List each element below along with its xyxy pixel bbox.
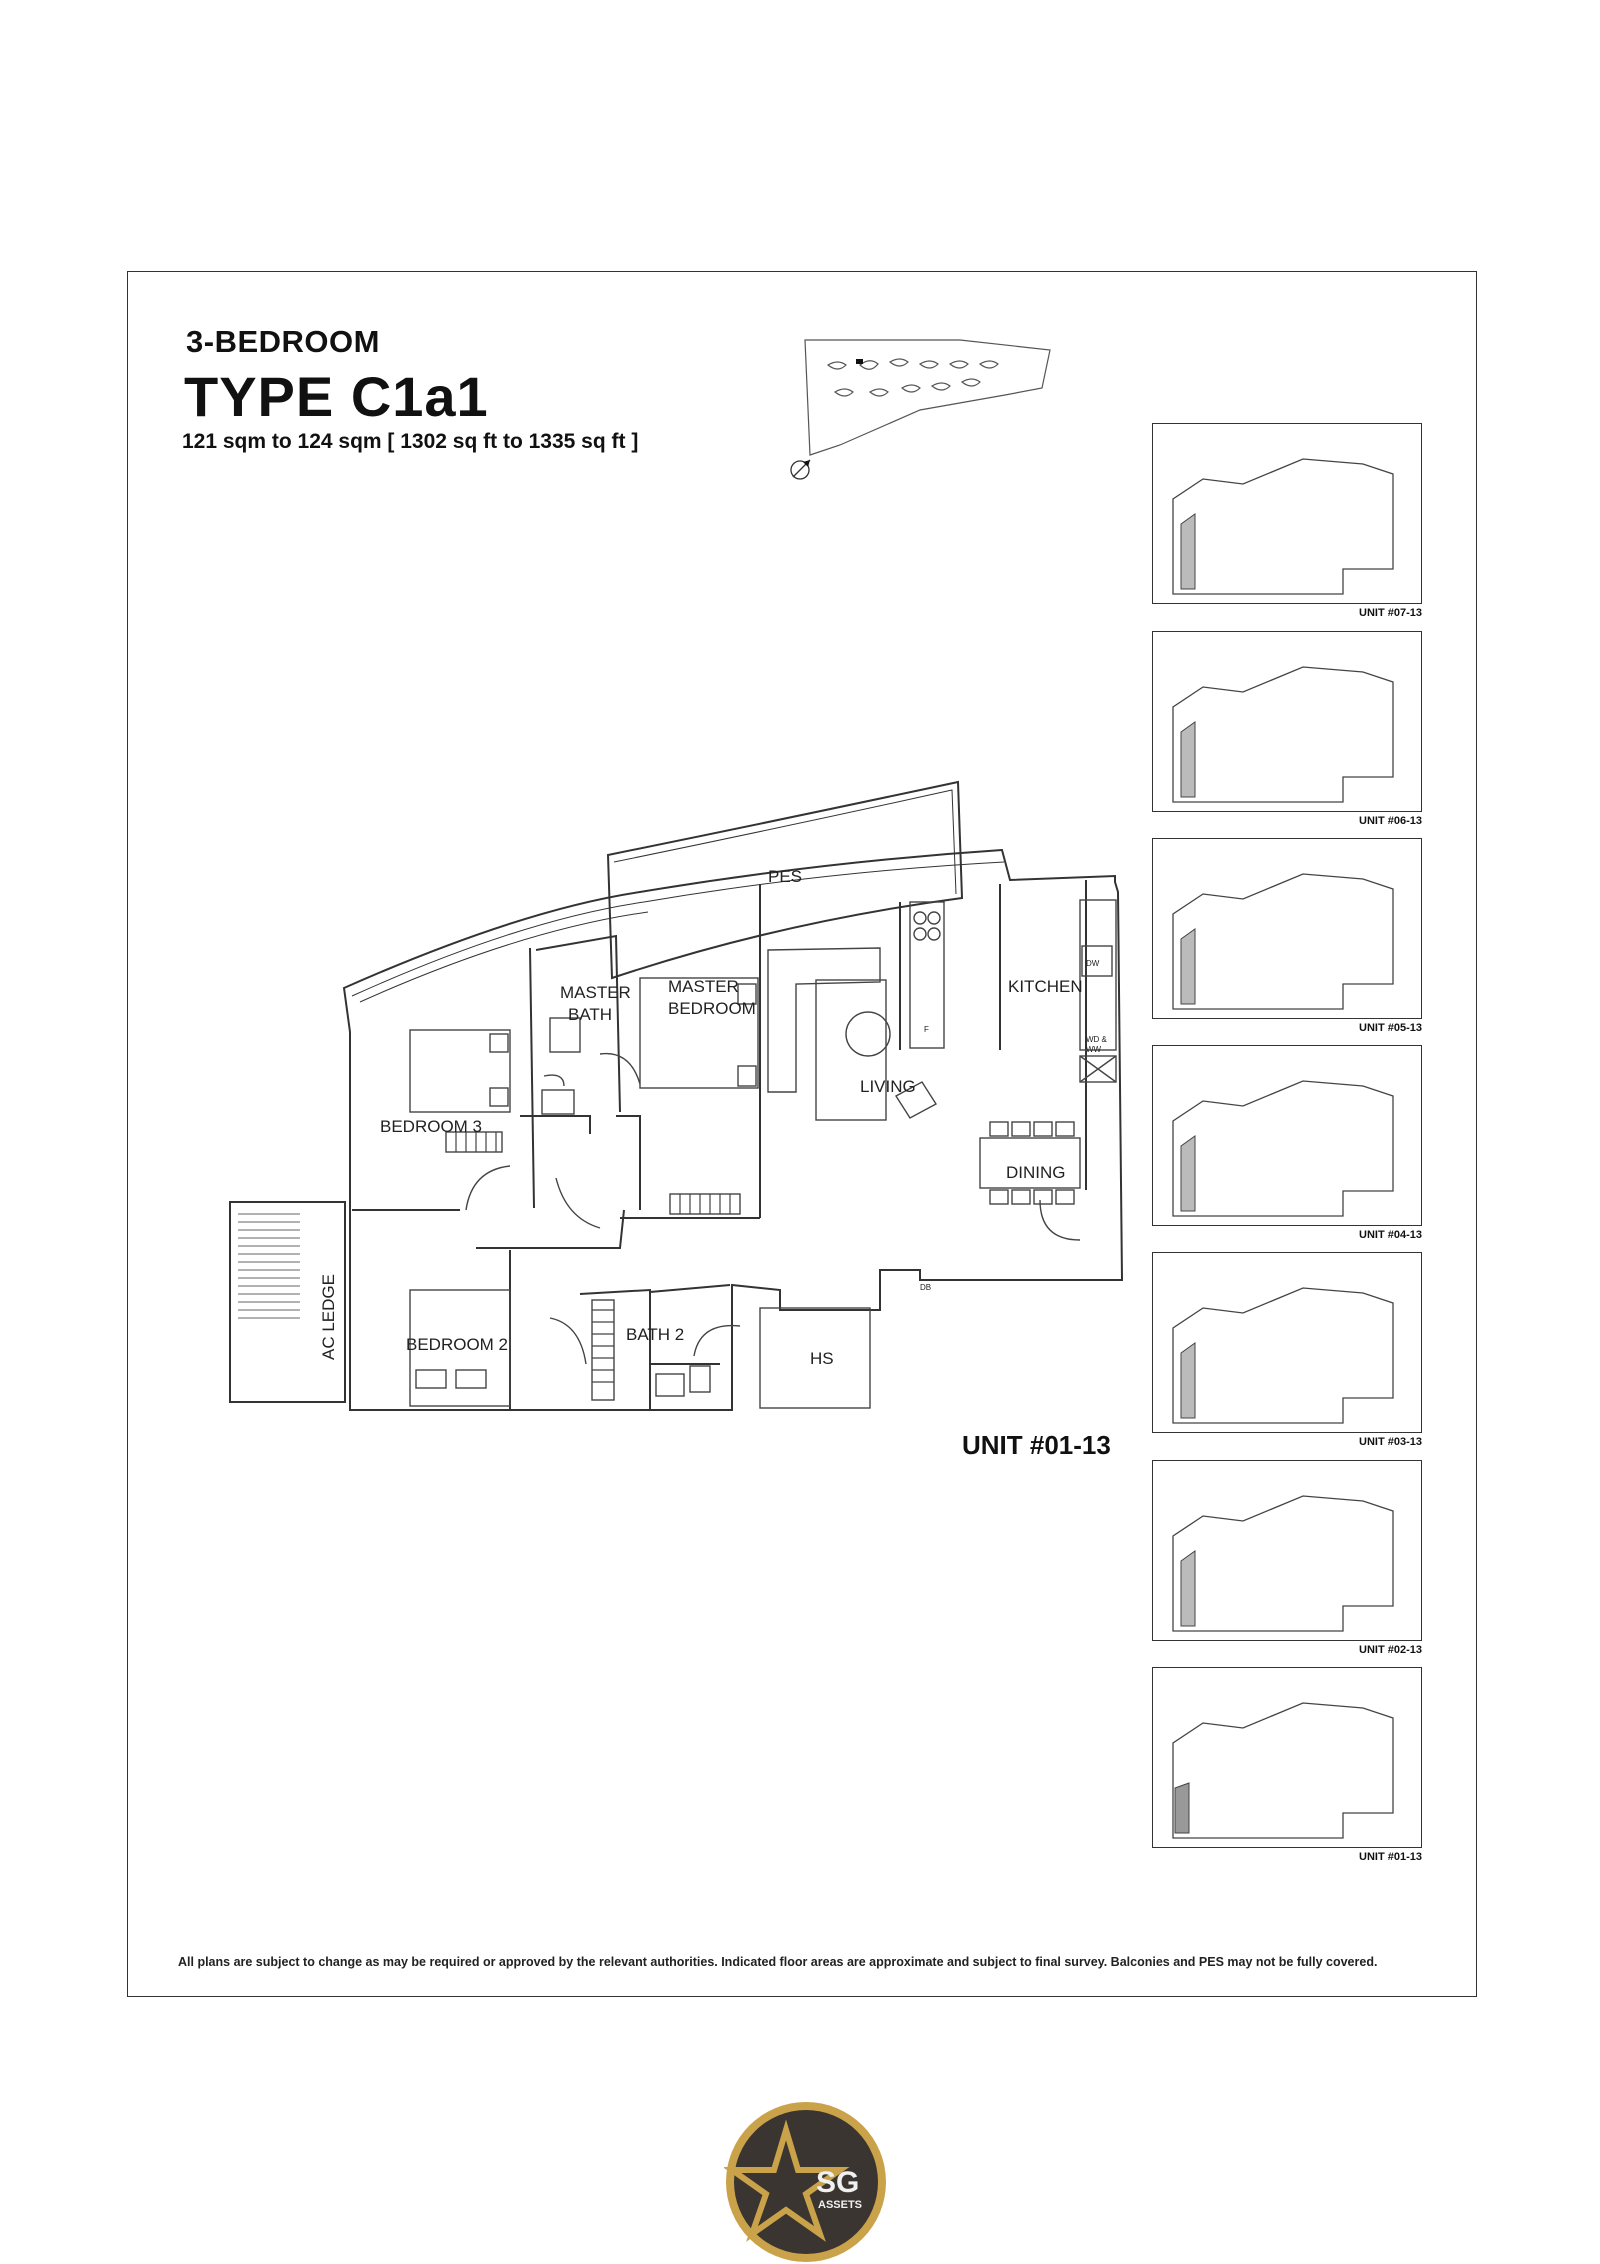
site-unit-marker: [856, 359, 863, 364]
label-dw: DW: [1086, 959, 1100, 968]
label-bedroom-2: BEDROOM 2: [406, 1335, 508, 1354]
key-plan-label-07-13: UNIT #07-13: [1359, 607, 1422, 619]
label-living: LIVING: [860, 1077, 916, 1096]
key-plan-05-13: [1152, 838, 1422, 1019]
key-plan-label-02-13: UNIT #02-13: [1359, 1644, 1422, 1656]
label-bath-2: BATH 2: [626, 1325, 684, 1344]
sg-assets-logo: SG ASSETS: [724, 2102, 886, 2262]
key-plan-label-04-13: UNIT #04-13: [1359, 1229, 1422, 1241]
bedroom2-bed: [409, 1289, 511, 1407]
plan-frame: [127, 271, 1477, 1997]
label-master-bedroom-2: BEDROOM: [668, 999, 756, 1018]
main-unit-label: UNIT #01-13: [962, 1430, 1111, 1460]
dining-table: [979, 1137, 1081, 1189]
label-ac-ledge: AC LEDGE: [319, 1274, 338, 1360]
key-plan-label-01-13: UNIT #01-13: [1359, 1851, 1422, 1863]
star-logo-icon: [724, 2119, 850, 2242]
label-master-bath: MASTER: [560, 983, 631, 1002]
site-key-plan: [790, 339, 1051, 480]
label-kitchen: KITCHEN: [1008, 977, 1083, 996]
coffee-table: [845, 1011, 891, 1057]
label-pes: PES: [768, 867, 802, 886]
outer-wall: [342, 848, 1124, 1411]
household-shelter: [759, 1307, 871, 1409]
label-f: F: [924, 1025, 929, 1034]
north-arrow-icon: [790, 460, 810, 480]
bedroom3-bed: [409, 1029, 511, 1113]
key-plan-04-13: [1152, 1045, 1422, 1226]
sofa: [767, 947, 881, 1093]
key-plan-label-03-13: UNIT #03-13: [1359, 1436, 1422, 1448]
key-plan-label-05-13: UNIT #05-13: [1359, 1022, 1422, 1034]
unit-area: 121 sqm to 124 sqm [ 1302 sq ft to 1335 …: [182, 430, 639, 453]
key-plan-label-06-13: UNIT #06-13: [1359, 815, 1422, 827]
label-db: DB: [920, 1283, 931, 1292]
key-plan-01-13: [1152, 1667, 1422, 1848]
floor-plan: PES MASTER BATH MASTER BEDROOM KITCHEN L…: [229, 780, 1124, 1411]
label-master-bedroom: MASTER: [668, 977, 739, 996]
master-bed: [639, 977, 759, 1089]
label-dining: DINING: [1006, 1163, 1066, 1182]
label-ww: WW: [1086, 1045, 1102, 1054]
unit-category: 3-BEDROOM: [186, 324, 380, 359]
key-plan-06-13: [1152, 631, 1422, 812]
label-bedroom-3: BEDROOM 3: [380, 1117, 482, 1136]
label-hs: HS: [810, 1349, 834, 1368]
pes-area: [606, 780, 964, 980]
disclaimer: All plans are subject to change as may b…: [178, 1955, 1378, 1969]
label-master-bath-2: BATH: [568, 1005, 612, 1024]
unit-type-title: TYPE C1a1: [184, 365, 489, 428]
key-plan-02-13: [1152, 1460, 1422, 1641]
key-plan-03-13: [1152, 1252, 1422, 1433]
ac-ledge: [229, 1201, 346, 1403]
logo-text: SG: [816, 2166, 859, 2199]
label-wd: WD &: [1086, 1035, 1108, 1044]
logo-subtext: ASSETS: [818, 2199, 862, 2211]
key-plan-07-13: [1152, 423, 1422, 604]
